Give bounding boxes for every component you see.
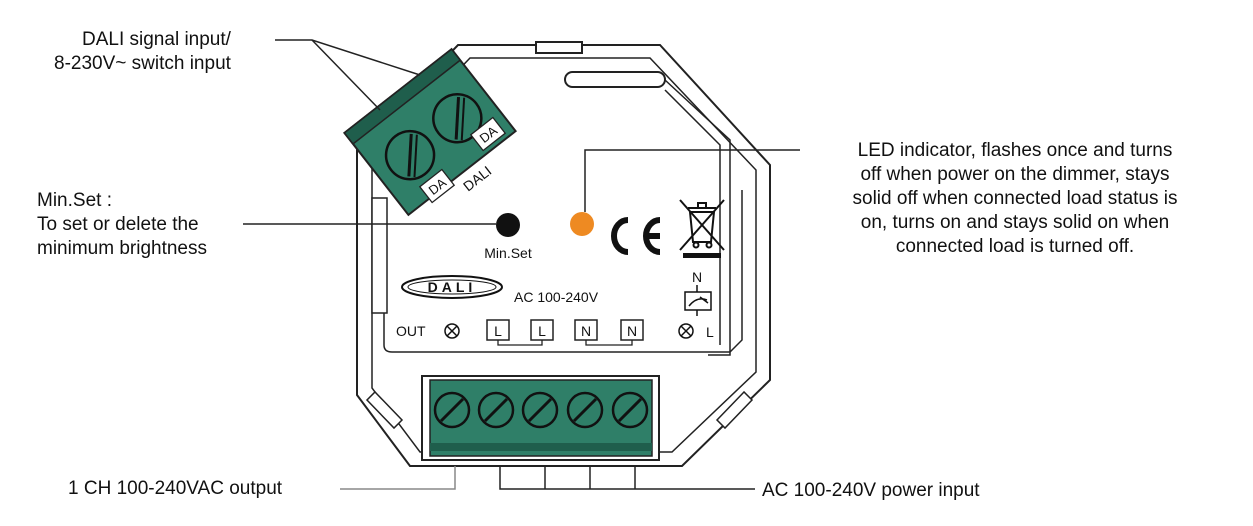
dali-terminal-label-1: DA — [418, 168, 456, 204]
callout-led-indicator: LED indicator, flashes once and turns of… — [852, 140, 1178, 257]
leader-lines — [243, 39, 800, 490]
svg-text:L: L — [538, 323, 546, 339]
ac-rating-label: AC 100-240V — [514, 289, 599, 305]
out-label: OUT — [396, 323, 426, 339]
corner-clips — [365, 390, 754, 430]
callout-power-input: AC 100-240V power input — [762, 480, 980, 501]
leader-led — [584, 149, 800, 212]
leader-dali-input-2 — [311, 39, 381, 111]
top-clip — [535, 41, 583, 54]
internal-guide — [664, 79, 731, 356]
svg-text:L: L — [494, 323, 502, 339]
svg-text:N: N — [627, 323, 637, 339]
screw-icon — [611, 391, 649, 429]
terminal-labels: L L N N — [486, 319, 644, 346]
lamp-cross-icon — [678, 323, 694, 339]
weee-bin-icon — [679, 199, 725, 258]
svg-text:N: N — [581, 323, 591, 339]
left-post — [371, 197, 388, 314]
n-label: N — [692, 269, 702, 285]
leader-power-input — [499, 466, 755, 490]
callout-dali-input: DALI signal input/ 8-230V~ switch input — [54, 29, 231, 74]
callout-output: 1 CH 100-240VAC output — [68, 478, 283, 499]
callout-min-set: Min.Set : To set or delete the minimum b… — [37, 190, 207, 259]
screw-icon — [521, 391, 559, 429]
leader-output — [340, 466, 456, 490]
lamp-cross-icon — [444, 323, 460, 339]
dali-terminal-label-2: DA — [469, 116, 507, 152]
terminal-label-l1: L — [486, 319, 510, 341]
terminal-label-l2: L — [530, 319, 554, 341]
dali-logo: DALI — [401, 275, 503, 299]
dimmer-symbol-icon — [684, 285, 712, 316]
top-slot — [564, 71, 666, 88]
min-set-button[interactable] — [496, 213, 520, 237]
led-indicator — [570, 212, 594, 236]
label-panel — [383, 190, 743, 353]
l-label: L — [706, 324, 714, 340]
output-terminal-block — [421, 375, 660, 461]
svg-text:DALI: DALI — [428, 279, 477, 295]
dali-terminal-block — [342, 47, 518, 217]
screw-icon — [477, 391, 515, 429]
leader-dali-input — [275, 39, 421, 76]
min-set-button-label: Min.Set — [484, 245, 532, 261]
terminal-label-n2: N — [620, 319, 644, 341]
ce-mark-icon — [611, 217, 661, 255]
screw-icon — [384, 129, 436, 181]
screw-icon — [433, 391, 471, 429]
screw-icon — [566, 391, 604, 429]
terminal-label-n1: N — [574, 319, 598, 341]
